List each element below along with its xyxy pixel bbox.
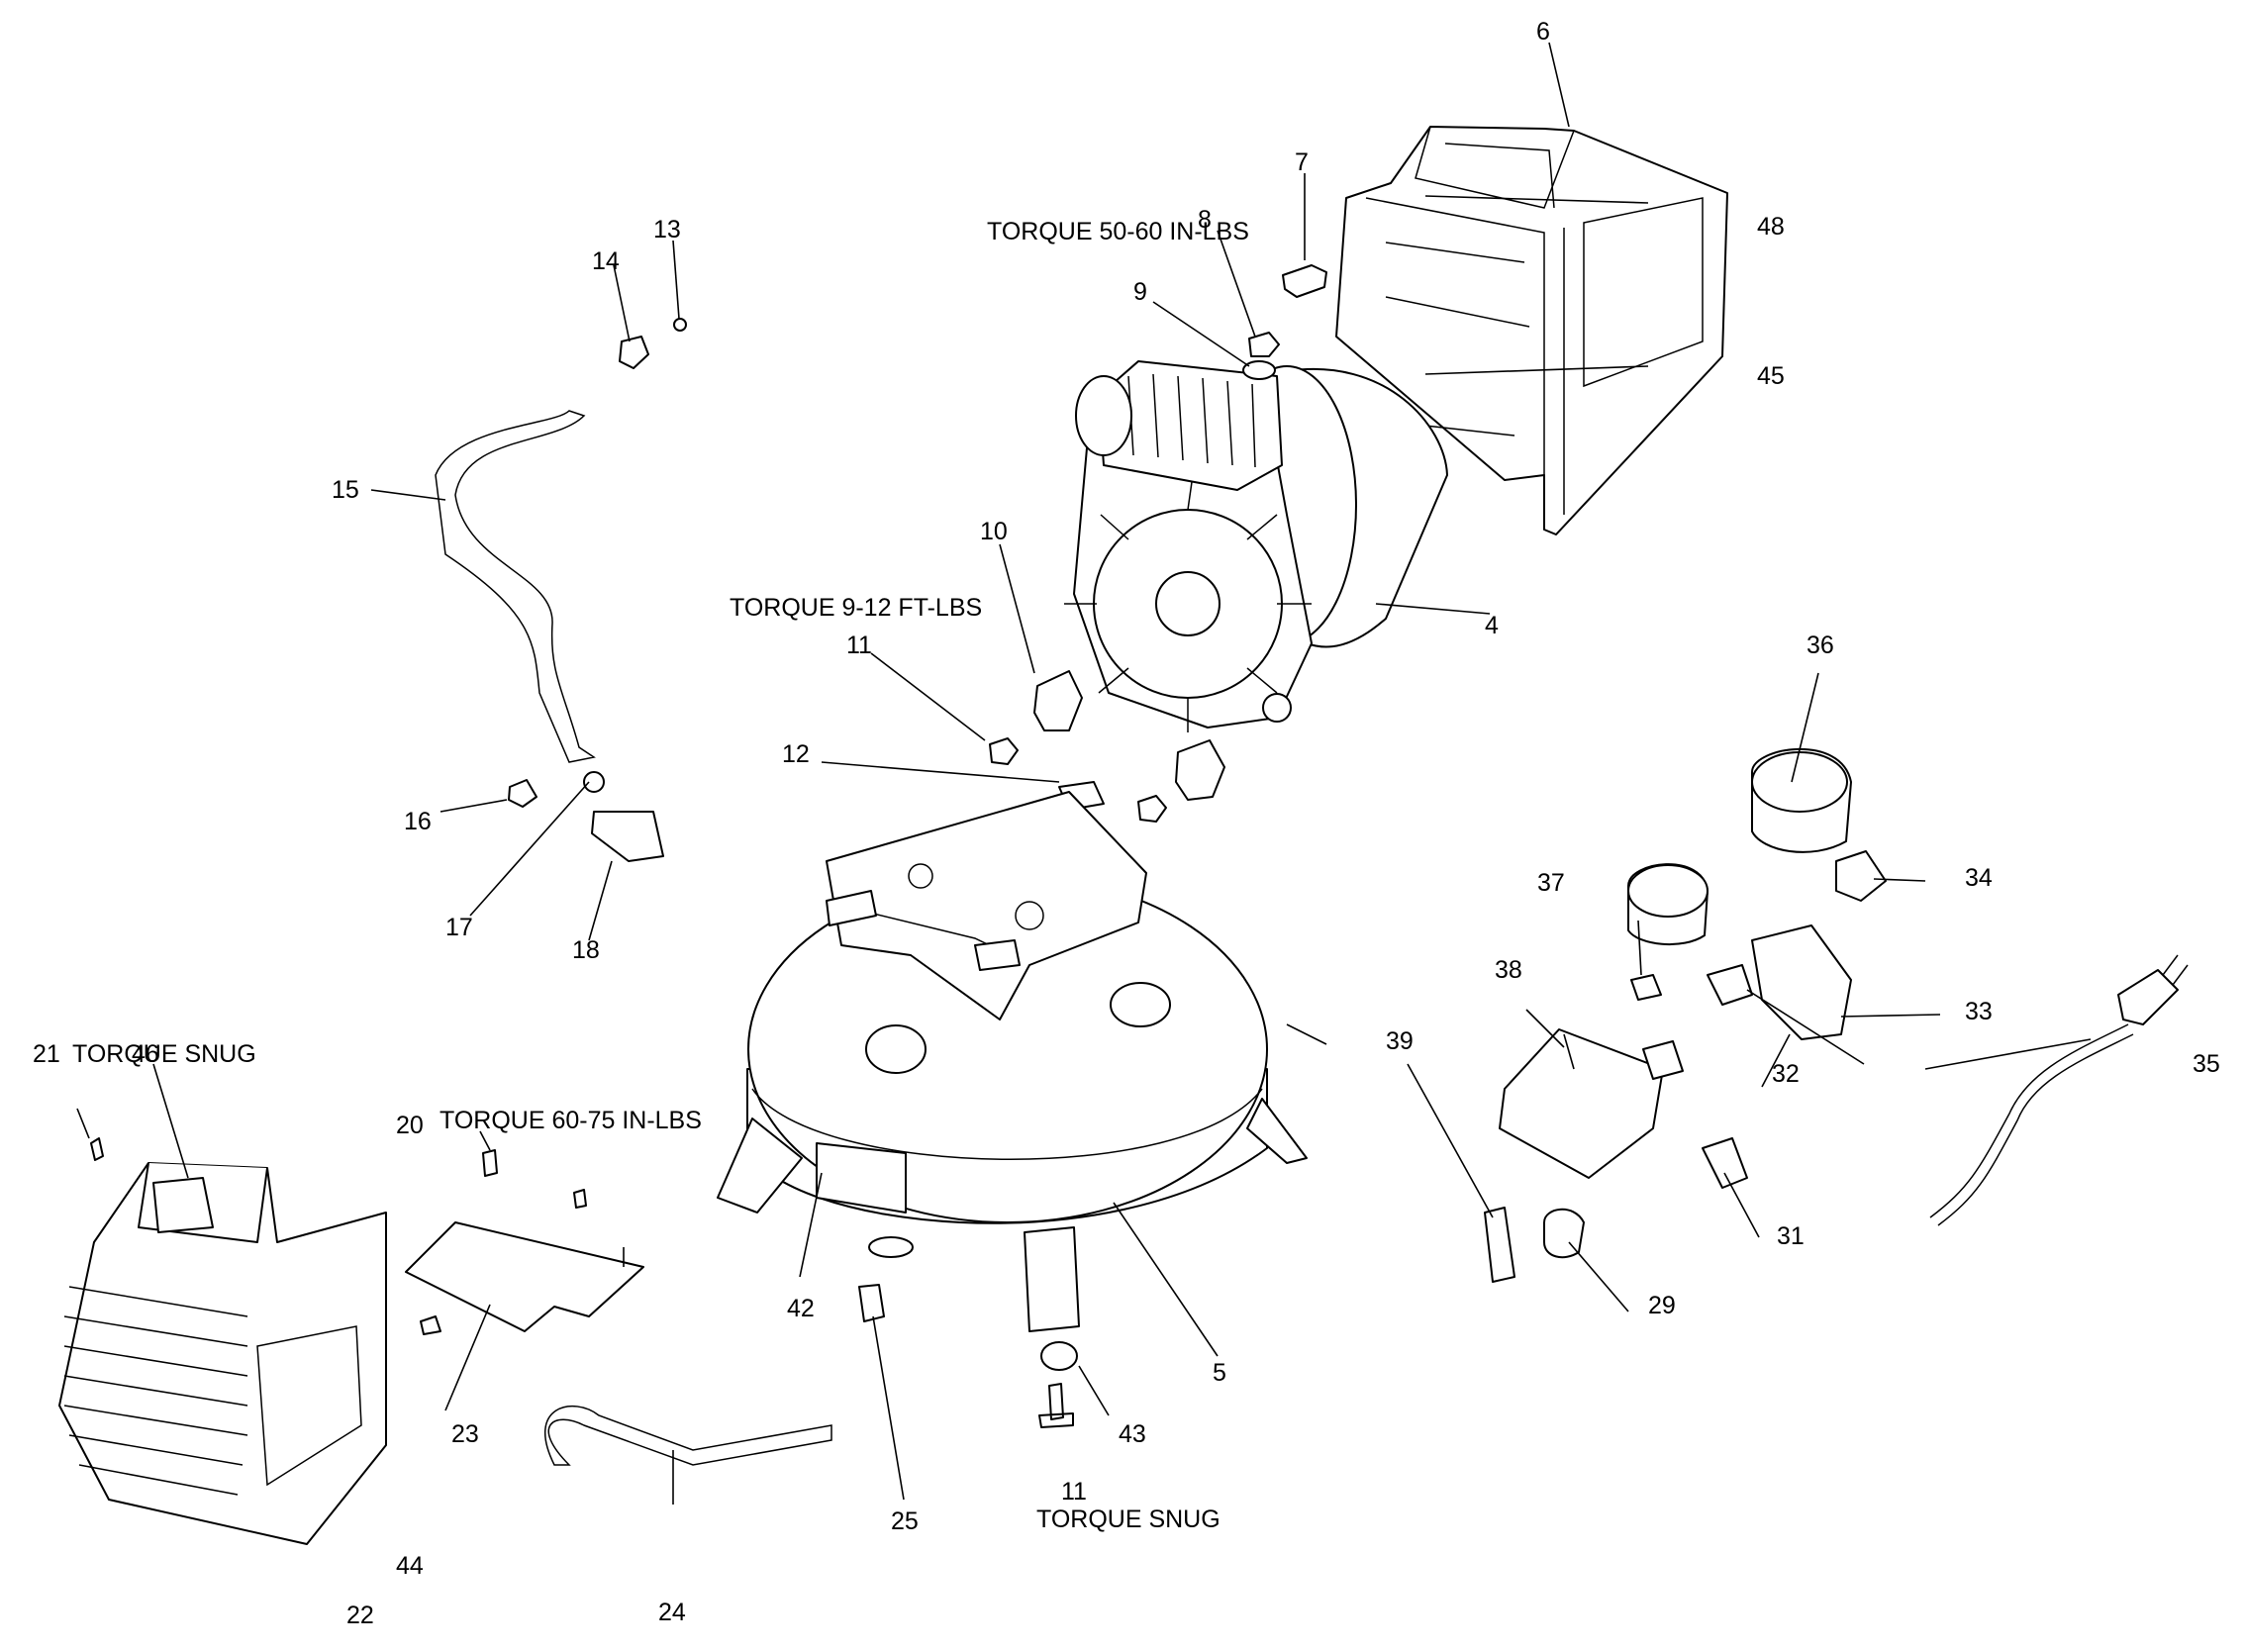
bracket-screw	[482, 1149, 498, 1177]
callout-22: 22	[346, 1602, 374, 1629]
callout-25: 25	[891, 1507, 919, 1535]
callout-8: 8	[1198, 206, 1212, 234]
rear-shroud	[1335, 126, 1728, 535]
callout-21: 21	[33, 1040, 60, 1068]
check-valve-washer	[583, 771, 605, 793]
callout-numbers: 4 5 6 7 8 9 10 11 12 13 14 15 16 17 18 2…	[33, 18, 2220, 1629]
callout-13: 13	[653, 216, 681, 243]
callout-43: 43	[1119, 1420, 1146, 1448]
callout-33: 33	[1965, 998, 1993, 1025]
callout-45: 45	[1757, 362, 1785, 390]
mount-bolt-left	[989, 737, 1019, 765]
callout-12: 12	[782, 740, 810, 768]
drain-valve	[858, 1284, 885, 1322]
regulator	[1751, 924, 1852, 1040]
pump-nut	[1248, 332, 1280, 357]
callout-7: 7	[1295, 148, 1309, 176]
torque-note-9-12: TORQUE 9-12 FT-LBS	[730, 594, 982, 622]
bracket-screw-2	[573, 1189, 587, 1209]
callout-34: 34	[1965, 864, 1993, 892]
power-cord	[1929, 954, 2189, 1226]
callout-17: 17	[445, 914, 473, 941]
discharge-tube	[543, 1405, 832, 1466]
callout-48: 48	[1757, 213, 1785, 241]
pressure-switch	[1499, 1028, 1664, 1179]
tank-foot-bolt	[1038, 1383, 1074, 1428]
callout-24: 24	[658, 1599, 686, 1626]
callout-42: 42	[787, 1295, 815, 1322]
callout-46: 46	[132, 1040, 159, 1068]
front-cover	[58, 1137, 387, 1545]
tank-foot-isolator	[1040, 1341, 1078, 1371]
check-valve-nut	[508, 779, 537, 808]
callout-35: 35	[2193, 1050, 2220, 1078]
check-valve	[591, 811, 664, 862]
callout-31: 31	[1777, 1222, 1805, 1250]
torque-note-snug-11: TORQUE SNUG	[1036, 1506, 1221, 1533]
callout-11: 11	[846, 632, 872, 659]
nipple-fitting	[1707, 964, 1753, 1006]
shroud-clip	[1282, 264, 1327, 298]
safety-valve	[1702, 1137, 1748, 1189]
motor-pump-assembly	[1064, 360, 1448, 732]
tube-sleeve	[673, 318, 687, 332]
pipe-plug	[1543, 1208, 1585, 1259]
callout-6: 6	[1536, 18, 1550, 46]
foot-isolator-right	[1175, 739, 1225, 801]
callout-20: 20	[396, 1112, 424, 1139]
callout-10: 10	[980, 518, 1008, 545]
torque-note-snug-21: TORQUE SNUG	[72, 1040, 256, 1068]
manifold-bracket	[405, 1221, 644, 1332]
callout-15: 15	[332, 476, 359, 504]
torque-note-50-60: TORQUE 50-60 IN-LBS	[987, 218, 1249, 245]
quick-coupler	[1835, 850, 1887, 902]
callout-5: 5	[1213, 1359, 1226, 1387]
callout-38: 38	[1495, 956, 1522, 984]
relief-fitting	[1642, 1040, 1684, 1080]
air-tank	[717, 791, 1308, 1332]
pump-washer	[1242, 360, 1276, 380]
bushing	[1630, 974, 1662, 1001]
leader-lines	[76, 42, 2092, 1505]
callout-11-bottom: 11	[1061, 1478, 1087, 1506]
callout-16: 16	[404, 808, 432, 835]
callout-9: 9	[1133, 278, 1147, 306]
callout-39: 39	[1386, 1027, 1414, 1055]
callout-4: 4	[1485, 612, 1499, 639]
tube-nut	[619, 336, 649, 369]
callout-18: 18	[572, 936, 600, 964]
callout-32: 32	[1772, 1060, 1800, 1088]
foot-isolator-left	[1033, 670, 1083, 731]
outlet-tube	[435, 410, 596, 763]
mount-bolt-right	[1137, 795, 1167, 823]
callout-23: 23	[451, 1420, 479, 1448]
bracket-screw-3	[420, 1315, 441, 1335]
callout-36: 36	[1807, 632, 1834, 659]
callout-29: 29	[1648, 1292, 1676, 1319]
unloader-tube	[1484, 1207, 1515, 1283]
callout-44: 44	[396, 1552, 424, 1580]
callout-14: 14	[592, 247, 620, 275]
torque-note-60-75: TORQUE 60-75 IN-LBS	[439, 1107, 702, 1134]
callout-37: 37	[1537, 869, 1565, 897]
torque-notes: TORQUE 50-60 IN-LBS TORQUE 9-12 FT-LBS T…	[72, 218, 1249, 1533]
